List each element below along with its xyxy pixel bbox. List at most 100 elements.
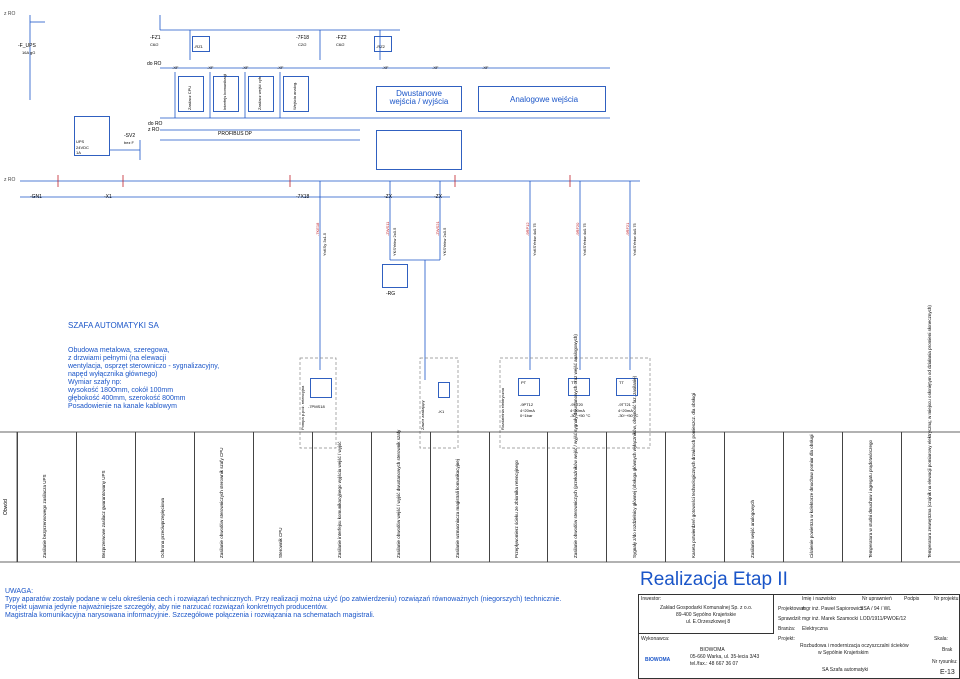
transmitter-sym: PT xyxy=(521,380,527,385)
fuse2-tag: -FZ2 xyxy=(336,35,347,41)
fuse-mid-rating: C2/2 xyxy=(298,42,307,47)
column-label: Zasilanie wejść analogowych xyxy=(749,499,755,558)
column-divider xyxy=(842,432,844,562)
project-line: w Sępólnie Krajeńskim xyxy=(818,650,869,656)
designer-perm: SSA / 94 / WL xyxy=(860,606,892,612)
hdr-sign: Podpis xyxy=(904,596,920,602)
pomp-symbol xyxy=(310,378,332,398)
column-label: Sygnały z/do rozdzielnicy głównej (obsłu… xyxy=(631,375,637,558)
contractor-line: tel./fax.: 48 667 36 07 xyxy=(690,661,739,667)
stage-title: Realizacja Etap II xyxy=(640,569,788,590)
device-tag: -7KE18 xyxy=(315,222,320,236)
rg-tag: -RG xyxy=(386,291,396,297)
cabinet-title: SZAFA AUTOMATYKI SA xyxy=(68,321,159,330)
column-divider xyxy=(311,432,313,562)
module-label: Wejścia analog. xyxy=(292,81,297,110)
investor-line: Zakład Gospodarki Komunalnej Sp. z o.o. xyxy=(660,605,753,611)
project-line: Rozbudowa i modernizacja oczyszczalni śc… xyxy=(800,643,909,649)
column-divider xyxy=(134,432,136,562)
investor-cell xyxy=(638,594,774,634)
relay-box xyxy=(376,130,462,170)
column-divider xyxy=(783,432,785,562)
main-breaker-tag: -F_UPS xyxy=(18,43,36,49)
scale-label: Skala: xyxy=(934,636,948,642)
psu1-box xyxy=(192,36,210,52)
psu1-tag: -RZ1 xyxy=(194,44,203,49)
scale-value: Brak xyxy=(942,647,953,653)
description-line: z drzwiami pełnymi (na elewacji xyxy=(68,355,167,362)
strip-tag: -X1 xyxy=(104,194,112,200)
device-tag: -9RF20 xyxy=(575,222,580,236)
from-ro2-label: z RO xyxy=(148,127,160,133)
column-label: Temperatura zewnętrzna (czujnik na elewa… xyxy=(926,305,932,558)
note-line: Magistrala komunikacyjna narysowana info… xyxy=(5,612,375,619)
note-line: Typy aparatów zostały podane w celu okre… xyxy=(5,596,562,603)
contractor-line: 05-660 Warka, ul. 35-lecia 3/43 xyxy=(690,654,760,660)
sheet-number: E-13 xyxy=(940,669,955,676)
ups-line2: 1A xyxy=(76,150,81,155)
column-divider xyxy=(370,432,372,562)
fuse1-rating: C6/2 xyxy=(150,42,159,47)
meas-label: Rozdzielnia elektryczna xyxy=(500,387,505,430)
column-label: Bezprzerwowe zasilacz gwarantowany UPS xyxy=(101,470,107,558)
xf-tag: -XF xyxy=(172,65,179,70)
transmitter-l1: 4÷20mA xyxy=(570,408,585,413)
column-label: Zasilanie bezprzerwowego zasilacza UPS xyxy=(42,474,48,558)
column-label: Przepływomierz ścieku ze zbiornika reten… xyxy=(513,459,519,558)
ups-box xyxy=(74,116,110,156)
column-divider xyxy=(724,432,726,562)
description-line: wysokość 1800mm, cokół 100mm xyxy=(68,387,174,394)
main-breaker-rating: 16A gG xyxy=(22,50,36,55)
transmitter-box xyxy=(616,378,638,396)
description-line: Wymiar szafy np: xyxy=(68,379,122,386)
checker-role: Sprawdził: xyxy=(778,616,802,622)
column-header: Obwód xyxy=(3,499,9,515)
notes-title: UWAGA: xyxy=(5,588,34,595)
profibus-label: PROFIBUS DP xyxy=(218,131,252,137)
from-ro-label: do RO xyxy=(148,121,163,127)
hdr-perm: Nr uprawnień xyxy=(862,596,892,602)
plc-module xyxy=(178,76,204,112)
fuse-mid-tag: -7F18 xyxy=(296,35,310,41)
valve-symbol xyxy=(438,382,450,398)
bus-label: z RO xyxy=(4,177,16,183)
investor-line: 89-400 Sępólno Krajeńskie xyxy=(676,612,737,618)
column-label: Kaseta potwierdzeń gotowości technologic… xyxy=(690,393,696,558)
project-label: Projekt: xyxy=(778,636,795,642)
description-line: Obudowa metalowa, szeregowa, xyxy=(68,347,170,354)
transmitter-tag: -9TT21 xyxy=(618,402,631,407)
column-label: Zasilanie wzmacniacza magistrali komunik… xyxy=(455,459,461,558)
device-tag: -9RF21 xyxy=(625,222,630,236)
transmitter-sym: TT xyxy=(571,380,576,385)
column-divider xyxy=(901,432,903,562)
fuse1-tag: -FZ1 xyxy=(150,35,161,41)
transmitter-sym: TT xyxy=(619,380,624,385)
sheet-label: Nr rysunku: xyxy=(932,659,958,665)
analog-in-box xyxy=(478,86,606,112)
plc-module xyxy=(213,76,239,112)
branch-label: Branża: xyxy=(778,626,796,632)
description-line: wentylacja, osprzęt sterowniczo - sygnal… xyxy=(68,363,220,370)
transmitter-l2: 0÷1bar xyxy=(520,413,533,418)
investor-line: ul. E.Orzeszkowej 8 xyxy=(686,619,731,625)
rg-box xyxy=(382,264,408,288)
module-label: Interfejs komunikacji xyxy=(222,73,227,110)
contractor-line: BIOWOMA xyxy=(700,647,725,653)
column-label: Zasilanie interfejsu komunikacyjnego wyj… xyxy=(337,441,343,558)
column-label: Ciśnienie powietrza w kolektorze dmuchaw… xyxy=(808,434,814,558)
device-sub: YKSYekw 2x0.5 xyxy=(442,227,447,256)
logo-text: BIOWOMA xyxy=(645,657,671,663)
k1-tag: -K1 xyxy=(438,409,445,414)
fuse2-rating: C6/2 xyxy=(336,42,345,47)
column-divider xyxy=(488,432,490,562)
to-ro-label: do RO xyxy=(147,61,162,67)
strip-tag: -ZX xyxy=(384,194,393,200)
xf-tag: -XF xyxy=(207,65,214,70)
valve-label: Zawór zasilający xyxy=(420,400,425,430)
plc-module xyxy=(248,76,274,112)
column-label: Zasilanie obwodów sterowniczych sterowni… xyxy=(219,447,225,558)
strip-tag: -7X18 xyxy=(296,194,310,200)
xf-tag: -XF xyxy=(432,65,439,70)
device-sub: YnKSy 3x1.5 xyxy=(322,232,327,256)
hdr-proj: Nr projektu: xyxy=(934,596,960,602)
